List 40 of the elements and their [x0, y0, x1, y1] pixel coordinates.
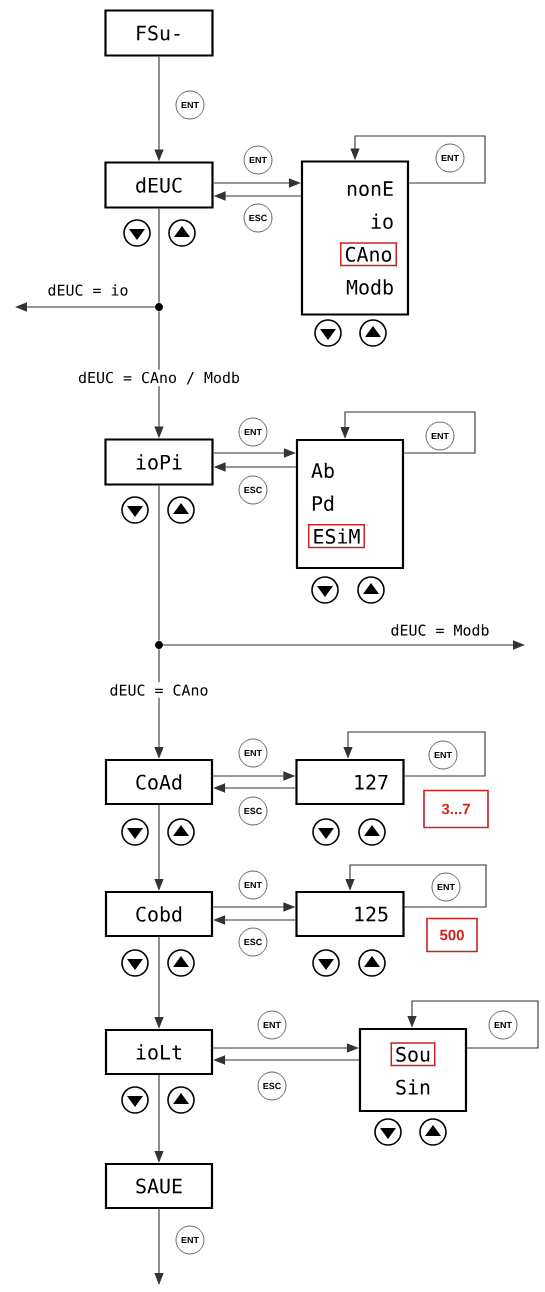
option-list-box: Sou Sin: [358, 1027, 468, 1113]
ent-key-label: ENT: [425, 421, 455, 451]
option-list-box: 127: [295, 758, 405, 806]
arrow: [350, 135, 486, 184]
ent-key-label: ENT: [257, 1010, 287, 1040]
ent-key-label: ENT: [243, 145, 273, 175]
edge-label: dEUC = io: [48, 284, 128, 296]
option-list-box: Ab Pd ESiM: [295, 438, 405, 570]
ent-key-label: ENT: [175, 1225, 205, 1255]
edge-label: dEUC = CAno / Modb: [78, 371, 240, 385]
edge-label: dEUC = CAno: [110, 684, 208, 696]
ent-key-label: ENT: [238, 417, 268, 447]
ent-key-label: ESC: [257, 1071, 287, 1101]
display-box: dEUC: [104, 161, 214, 209]
option-list-box: nonE io CAno Modb: [300, 160, 410, 316]
display-box: CoAd: [104, 758, 214, 806]
display-box: ioPi: [104, 438, 214, 486]
value-note-box: 500: [426, 917, 478, 953]
arrow: [343, 731, 486, 777]
ent-key-label: ESC: [243, 203, 273, 233]
ent-key-label: ENT: [431, 872, 461, 902]
arrow: [340, 411, 476, 454]
ent-key-label: ENT: [488, 1010, 518, 1040]
display-box: FSu-: [104, 9, 214, 57]
display-box: SAUE: [104, 1162, 214, 1210]
option-list-box: 125: [295, 890, 405, 938]
ent-key-label: ESC: [238, 796, 268, 826]
edge-label: dEUC = Modb: [391, 624, 489, 636]
value-note-box: 3...7: [423, 789, 489, 829]
ent-key-label: ENT: [428, 740, 458, 770]
ent-key-label: ENT: [238, 738, 268, 768]
ent-key-label: ESC: [238, 927, 268, 957]
ent-key-label: ENT: [238, 870, 268, 900]
arrow: [345, 864, 487, 908]
ent-key-label: ENT: [175, 90, 205, 120]
display-box: ioLt: [104, 1028, 214, 1076]
ent-key-label: ESC: [238, 475, 268, 505]
arrow: [407, 1000, 539, 1049]
display-box: Cobd: [104, 890, 214, 938]
ent-key-label: ENT: [435, 143, 465, 173]
